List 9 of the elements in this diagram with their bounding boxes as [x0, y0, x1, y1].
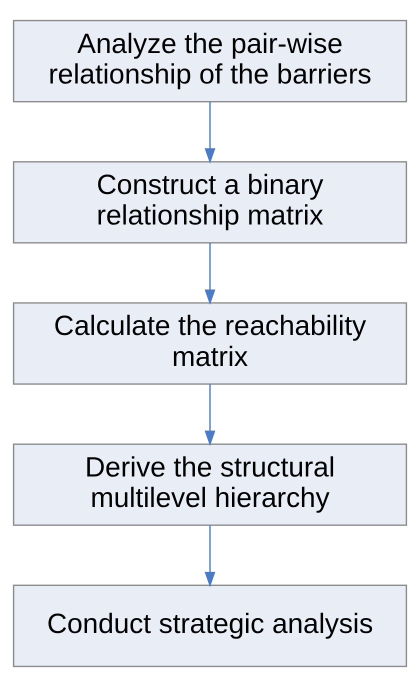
arrow: [204, 384, 216, 446]
arrow: [204, 524, 216, 587]
node-box: Derive the structural multilevel hierarchy: [12, 442, 408, 526]
node-box: Calculate the reachability matrix: [12, 302, 408, 384]
arrow: [204, 101, 216, 164]
node-box: Construct a binary relationship matrix: [12, 160, 408, 244]
arrow: [204, 242, 216, 304]
node-box: Analyze the pair-wise relationship of the barriers: [12, 19, 408, 102]
node-box: Conduct strategic analysis: [12, 584, 408, 667]
